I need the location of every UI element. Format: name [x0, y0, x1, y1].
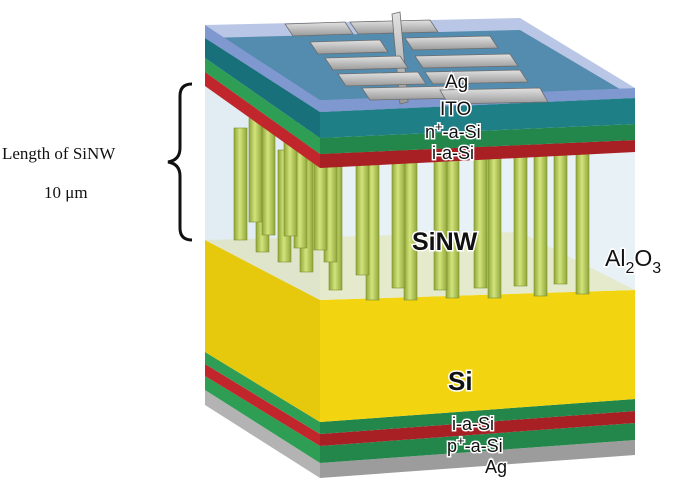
- nanowire: [261, 121, 276, 236]
- o-sub: 3: [652, 260, 661, 277]
- o-main: O: [634, 245, 652, 271]
- ag-finger: [404, 35, 499, 51]
- nanowire: [553, 133, 568, 285]
- label-al2o3: Al2O3: [605, 245, 661, 277]
- n-prefix: n: [425, 122, 435, 142]
- label-i-a-si-bottom: i-a-Si: [452, 414, 494, 434]
- n-a-si-side: [320, 124, 635, 154]
- ag-bottom-front: [205, 390, 320, 478]
- i-a-si-bottom-front: [205, 364, 320, 446]
- label-ag-bottom: Ag: [485, 457, 507, 477]
- length-value: 10 μm: [44, 183, 88, 202]
- al-sub: 2: [625, 260, 634, 277]
- nanowire: [487, 151, 502, 299]
- ito-side: [320, 98, 635, 138]
- label-ag-top: Ag: [445, 72, 468, 93]
- ag-finger: [439, 87, 549, 105]
- si-front: [205, 240, 320, 422]
- label-p-a-si: p+-a-Si: [447, 433, 503, 456]
- nanowire: [445, 154, 460, 299]
- nanowire: [575, 145, 590, 295]
- ag-finger: [414, 53, 519, 69]
- length-label: Length of SiNW: [2, 144, 116, 163]
- n-suffix: -a-Si: [443, 122, 481, 142]
- i-a-si-bottom-side: [320, 411, 635, 446]
- n-a-si-front: [205, 58, 320, 154]
- ag-finger: [337, 71, 427, 87]
- p-prefix: p: [447, 436, 457, 456]
- al-main: Al: [605, 245, 625, 271]
- sinw-array: [233, 117, 590, 301]
- top-edge-left: [205, 25, 320, 112]
- label-i-a-si-top: i-a-Si: [432, 143, 474, 163]
- ito-front: [205, 38, 320, 138]
- label-n-a-si: n+-a-Si: [425, 119, 481, 142]
- nanowire: [533, 149, 548, 297]
- p-sup: +: [457, 433, 465, 448]
- i-a-si-top-front: [205, 72, 320, 168]
- p-a-si-front: [205, 376, 320, 463]
- nanowire: [473, 137, 488, 289]
- n-sup: +: [435, 119, 443, 134]
- label-sinw: SiNW: [412, 228, 478, 256]
- interface-side: [320, 399, 635, 434]
- ag-bottom-side: [320, 440, 635, 478]
- si-side: [320, 290, 635, 422]
- i-a-si-top-side: [320, 140, 635, 168]
- p-suffix: -a-Si: [465, 436, 503, 456]
- nanowire: [248, 117, 263, 223]
- ag-top-grid: [284, 11, 549, 105]
- label-ito: ITO: [440, 99, 471, 120]
- ag-finger: [309, 39, 389, 55]
- label-si: Si: [448, 366, 473, 396]
- p-a-si-side: [320, 423, 635, 463]
- ag-finger: [284, 21, 354, 37]
- interface-front: [205, 352, 320, 434]
- length-bracket: [167, 82, 193, 242]
- ag-finger: [324, 55, 409, 71]
- nanowire: [513, 135, 528, 287]
- ag-finger: [424, 69, 529, 85]
- nanowire: [233, 127, 248, 241]
